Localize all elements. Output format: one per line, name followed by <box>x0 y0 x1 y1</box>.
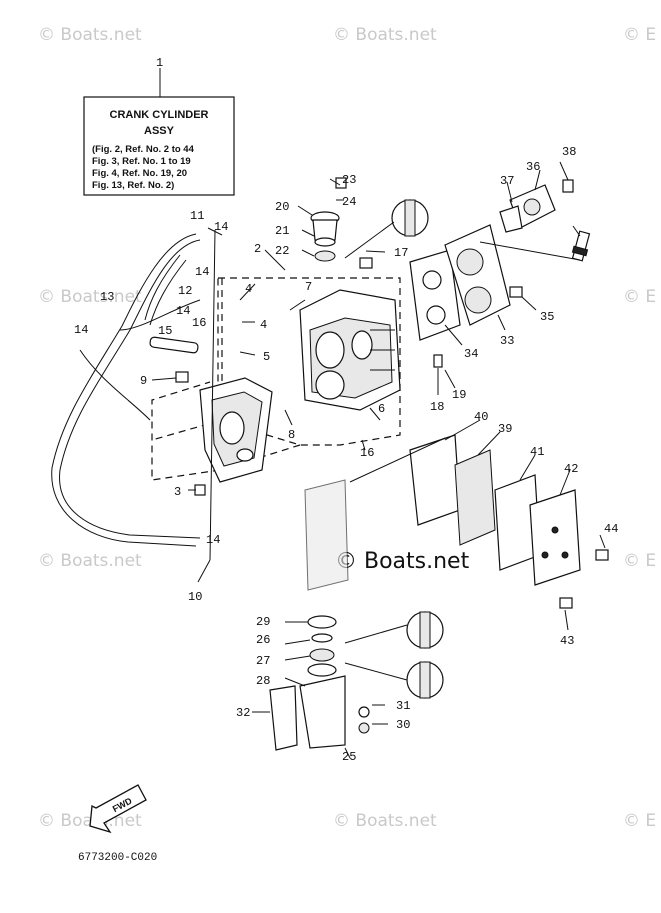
callout: 17 <box>394 246 408 260</box>
watermark-center: © Boats.net <box>335 549 470 574</box>
callout: 23 <box>342 173 356 187</box>
callout: 1 <box>156 56 163 70</box>
callout: 37 <box>500 174 514 188</box>
hose-15 <box>149 336 199 354</box>
callout: 13 <box>100 290 114 304</box>
info-box: CRANK CYLINDER ASSY (Fig. 2, Ref. No. 2 … <box>83 68 235 196</box>
fuel-hoses <box>51 233 201 547</box>
callout: 16 <box>360 446 374 460</box>
watermark: © Boats.net <box>38 551 142 571</box>
fwd-arrow-icon: FWD <box>89 784 147 834</box>
callout: 4 <box>245 282 252 296</box>
thermostat-cover <box>499 184 556 233</box>
watermark: © E <box>623 811 656 831</box>
leader-lines <box>151 161 606 759</box>
callout: 34 <box>464 347 478 361</box>
callout: 21 <box>275 224 289 238</box>
callout-numbers: 1 2 3 4 4 5 6 7 8 9 10 11 12 13 14 14 14… <box>74 56 618 764</box>
crankcase-cover <box>199 377 273 483</box>
callout: 28 <box>256 674 270 688</box>
callout: 29 <box>256 615 270 629</box>
callout: 11 <box>190 209 204 223</box>
callout: 9 <box>140 374 147 388</box>
watermark: © Boats.net <box>333 811 437 831</box>
info-box-line: Fig. 3, Ref. No. 1 to 19 <box>92 156 191 167</box>
callout: 36 <box>526 160 540 174</box>
diagram-code: 6773200-C020 <box>78 852 157 864</box>
info-box-line: Fig. 4, Ref. No. 19, 20 <box>92 168 187 179</box>
spark-plug <box>571 230 591 262</box>
watermark: © E <box>623 287 656 307</box>
callout: 33 <box>500 334 514 348</box>
watermark: © E <box>623 551 656 571</box>
callout: 38 <box>562 145 576 159</box>
exhaust-covers <box>409 434 581 586</box>
info-box-line: Fig. 13, Ref. No. 2) <box>92 180 174 191</box>
callout: 30 <box>396 718 410 732</box>
callout: 5 <box>263 350 270 364</box>
detail-bubbles <box>391 199 444 699</box>
callout: 24 <box>342 195 356 209</box>
callout: 32 <box>236 706 250 720</box>
info-box-subtitle: ASSY <box>144 125 175 137</box>
assembly-outline <box>151 277 401 481</box>
callout: 3 <box>174 485 181 499</box>
callout: 44 <box>604 522 618 536</box>
callout: 31 <box>396 699 410 713</box>
callout: 40 <box>474 410 488 424</box>
callout: 39 <box>498 422 512 436</box>
callout: 14 <box>74 323 88 337</box>
callout: 15 <box>158 324 172 338</box>
callout: 19 <box>452 388 466 402</box>
callout: 16 <box>192 316 206 330</box>
info-box-title: CRANK CYLINDER <box>110 109 209 121</box>
watermark: © E <box>623 25 656 45</box>
thermostat-housing <box>310 211 340 262</box>
lower-bearing-stack <box>269 479 370 751</box>
callout: 35 <box>540 310 554 324</box>
callout: 7 <box>305 280 312 294</box>
callout: 25 <box>342 750 356 764</box>
watermark: © Boats.net <box>38 287 142 307</box>
cylinder-head <box>409 224 511 341</box>
watermark: © Boats.net <box>333 25 437 45</box>
callout: 14 <box>176 304 190 318</box>
callout: 2 <box>254 242 261 256</box>
callout: 10 <box>188 590 202 604</box>
callout: 20 <box>275 200 289 214</box>
watermark: © Boats.net <box>38 25 142 45</box>
callout: 8 <box>288 428 295 442</box>
info-box-line: (Fig. 2, Ref. No. 2 to 44 <box>92 144 195 155</box>
callout: 43 <box>560 634 574 648</box>
callout: 12 <box>178 284 192 298</box>
cylinder-block <box>299 289 401 411</box>
callout: 42 <box>564 462 578 476</box>
callout: 4 <box>260 318 267 332</box>
callout: 18 <box>430 400 444 414</box>
callout: 41 <box>530 445 544 459</box>
callout: 6 <box>378 402 385 416</box>
callout: 27 <box>256 654 270 668</box>
callout: 14 <box>214 220 228 234</box>
callout: 22 <box>275 244 289 258</box>
callout: 26 <box>256 633 270 647</box>
callout: 14 <box>195 265 209 279</box>
callout: 14 <box>206 533 220 547</box>
